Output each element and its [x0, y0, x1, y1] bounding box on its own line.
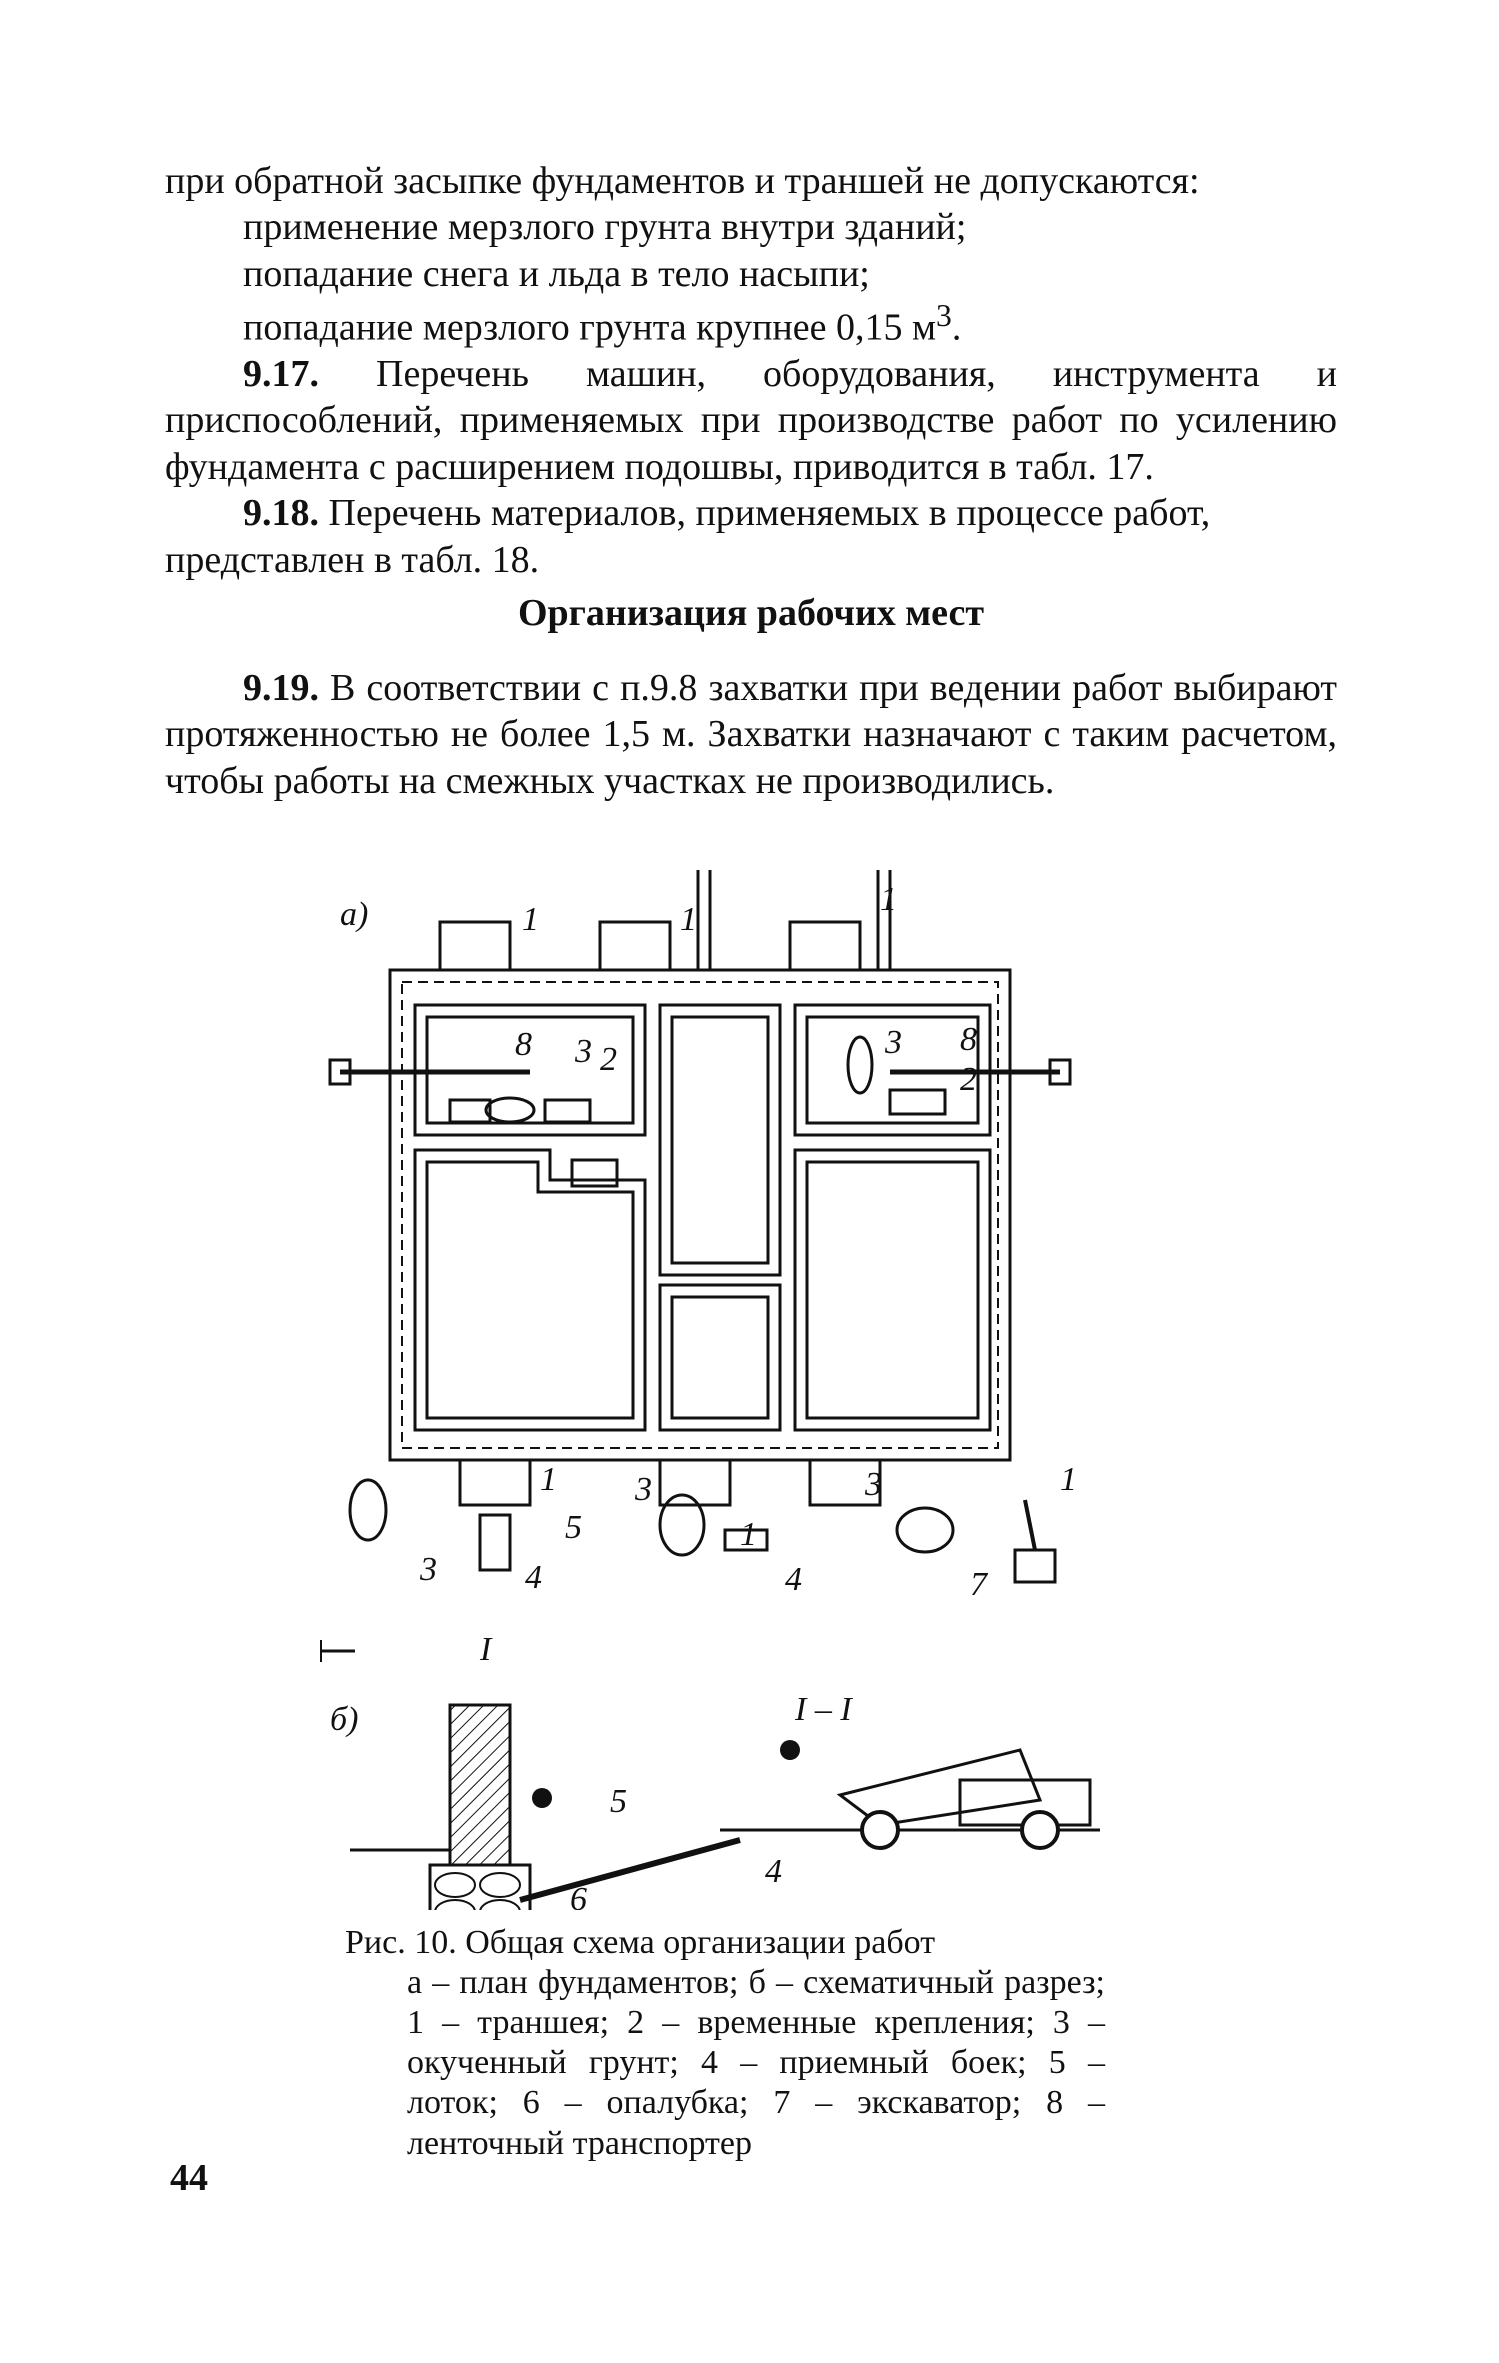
section-title: I – I [794, 1691, 853, 1728]
callout-1-d: 1 [540, 1461, 557, 1498]
list-item-2: попадание снега и льда в тело насыпи; [243, 252, 870, 295]
callout-3-d: 3 [634, 1471, 652, 1508]
callout-3-b: 3 [884, 1024, 902, 1061]
support-right [888, 1088, 947, 1116]
foundation-stones [428, 1863, 532, 1910]
list-item-3: попадание мерзлого грунта крупнее 0,15 м… [243, 297, 1337, 351]
list-item-3-text: попадание мерзлого грунта крупнее 0,15 м [243, 306, 937, 349]
chute-section [519, 1837, 741, 1903]
figure-caption: Рис. 10. Общая схема организации работ а… [345, 1923, 1105, 2164]
wall-hatched [448, 1703, 512, 1867]
callout-3-c: 3 [419, 1551, 437, 1588]
paragraph-9-17-text: Перечень машин, оборудования, инструмент… [165, 353, 1337, 488]
callout-1-f: 1 [1060, 1461, 1077, 1498]
callout-1-a: 1 [522, 901, 539, 938]
section-mark: I [479, 1631, 493, 1668]
callout-4-c: 4 [765, 1853, 782, 1890]
room-center-top-inner [670, 1015, 770, 1265]
truck-wheel-front [1020, 1810, 1060, 1850]
list-item-1: применение мерзлого грунта внутри зданий… [243, 206, 967, 249]
list-item-3-end: . [951, 306, 962, 349]
page-number: 44 [170, 2157, 208, 2199]
callout-5-a: 5 [565, 1509, 582, 1546]
chute-plan [478, 1513, 512, 1572]
room-lower-right [793, 1148, 992, 1432]
pit-bottom-1 [458, 1458, 532, 1507]
paragraph-9-18: 9.18. Перечень материалов, применяемых в… [165, 490, 1337, 583]
plan-drawing [320, 870, 1072, 1662]
soil-pile-upper-right [846, 1035, 874, 1095]
conveyor-right-end [1048, 1058, 1072, 1086]
excavator-plan [1013, 1548, 1057, 1584]
pit-top-3 [788, 920, 862, 972]
paragraph-9-19-text: В соответствии с п.9.8 захватки при веде… [165, 667, 1337, 802]
callout-1-e: 1 [740, 1516, 757, 1553]
foundation-dashed-line [401, 981, 999, 1449]
list-item-3-sup: 3 [936, 298, 952, 334]
room-center-bottom [658, 1283, 782, 1432]
pit-top-2 [598, 920, 672, 972]
worker-1 [780, 1740, 800, 1760]
pit-bottom-2 [658, 1458, 732, 1507]
paragraph-9-19-block: 9.19. В соответствии с п.9.8 захватки пр… [165, 665, 1337, 804]
pit-bottom-3 [808, 1458, 882, 1507]
soil-pile-upper-left [484, 1096, 536, 1124]
callout-2-b: 2 [960, 1061, 977, 1098]
pit-top-1 [438, 920, 512, 972]
callout-4-b: 4 [785, 1561, 802, 1598]
soil-pile-bottom-2 [658, 1493, 706, 1557]
conveyor-left-end [328, 1058, 352, 1086]
callout-1-b: 1 [680, 901, 697, 938]
paragraph-9-17: 9.17. Перечень машин, оборудования, инст… [165, 351, 1337, 490]
top-text-block: при обратной засыпке фундаментов и транш… [165, 158, 1337, 583]
figure-label-b: б) [330, 1701, 358, 1738]
callout-1-c: 1 [880, 881, 897, 918]
paragraph-backfill: при обратной засыпке фундаментов и транш… [165, 160, 1200, 202]
room-lower-left-inner [425, 1160, 635, 1420]
room-center-bottom-inner [670, 1295, 770, 1420]
callout-4-a: 4 [525, 1559, 542, 1596]
soil-pile-bottom-1 [348, 1478, 388, 1542]
callout-5-b: 5 [610, 1783, 627, 1820]
soil-pile-bottom-3 [895, 1506, 955, 1554]
support-left [448, 1098, 492, 1124]
callout-7: 7 [970, 1566, 989, 1603]
room-lower-right-inner [805, 1160, 980, 1420]
worker-2 [532, 1788, 552, 1808]
paragraph-9-19: 9.19. В соответствии с п.9.8 захватки пр… [165, 665, 1337, 804]
section-drawing [350, 1703, 1100, 1910]
room-center-top [658, 1003, 782, 1277]
figure-label-a: а) [340, 896, 368, 933]
small-box [570, 1158, 619, 1188]
callout-2-a: 2 [600, 1041, 617, 1078]
callout-6: 6 [570, 1881, 587, 1910]
receiving-box-plan [723, 1528, 769, 1552]
dump-truck-body [836, 1748, 1043, 1827]
callout-8-b: 8 [960, 1021, 977, 1058]
callout-3-a: 3 [574, 1033, 592, 1070]
room-lower-left [413, 1148, 647, 1432]
caption-title: Рис. 10. Общая схема организации работ [345, 1924, 936, 1961]
truck-wheel-rear [860, 1810, 900, 1850]
paragraph-9-19-number: 9.19. [243, 667, 319, 709]
paragraph-9-18-number: 9.18. [243, 492, 319, 535]
paragraph-9-18-text: Перечень материалов, применяемых в проце… [165, 492, 1211, 581]
foundation-scheme-figure: а) б) I – I I 1 1 1 2 2 3 3 8 8 1 5 4 3 … [320, 870, 1100, 1910]
section-heading: Организация рабочих мест [517, 592, 985, 634]
callout-3-e: 3 [864, 1466, 882, 1503]
paragraph-9-17-number: 9.17. [243, 353, 319, 396]
outer-trench [388, 968, 1012, 1462]
callout-8-a: 8 [515, 1026, 532, 1063]
caption-body: а – план фундаментов; б – схематичный ра… [407, 1964, 1105, 2162]
support-left-2 [543, 1098, 592, 1124]
